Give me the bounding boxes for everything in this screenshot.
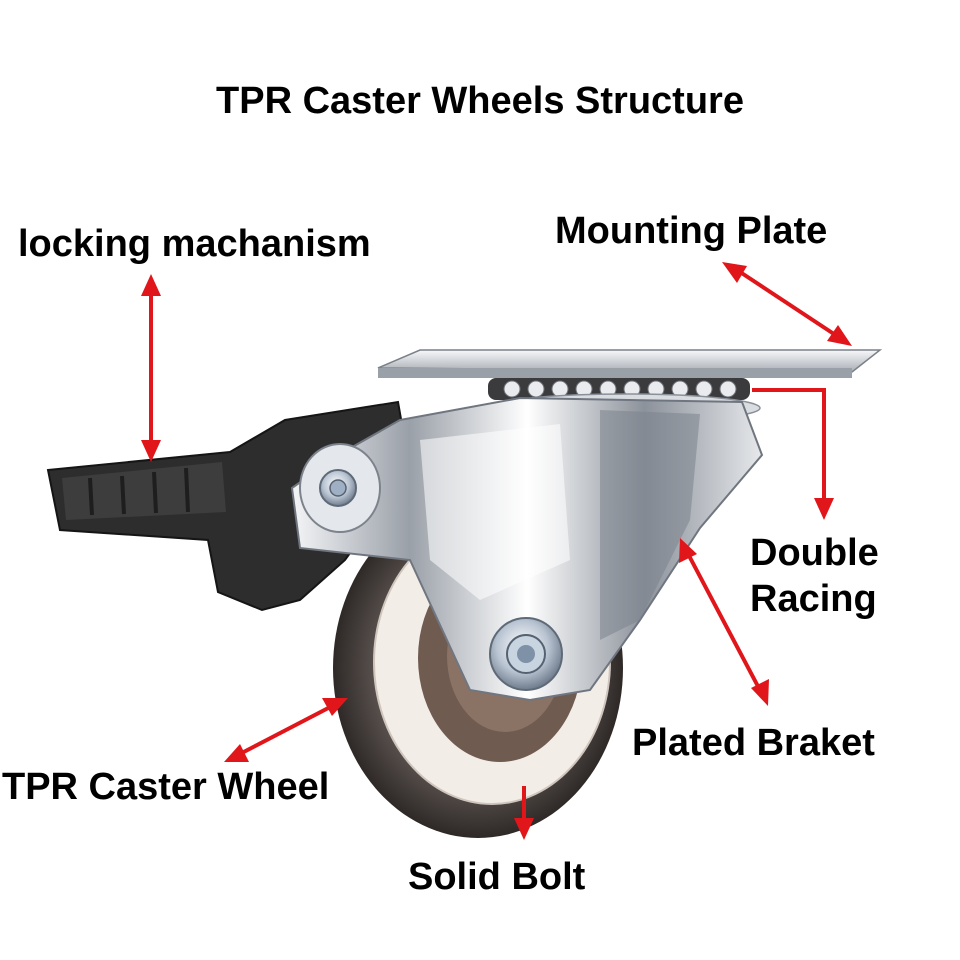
label-mounting-plate: Mounting Plate (555, 210, 828, 252)
arrow-tpr-wheel (224, 698, 348, 762)
label-plated-bracket: Plated Braket (632, 722, 875, 764)
arrow-mounting-plate (722, 262, 852, 346)
pivot-bolt (319, 469, 357, 507)
label-tpr-caster-wheel: TPR Caster Wheel (2, 766, 330, 808)
arrow-locking-mechanism (141, 274, 161, 462)
callout-arrows (141, 262, 852, 840)
diagram-title: TPR Caster Wheels Structure (216, 80, 744, 122)
label-double-racing-line2: Racing (750, 578, 877, 620)
plated-bracket (290, 396, 764, 702)
label-double-racing: Double Racing (750, 530, 879, 622)
arrow-double-racing (752, 388, 834, 520)
label-solid-bolt: Solid Bolt (408, 856, 586, 898)
label-locking-mechanism: locking machanism (18, 223, 371, 265)
label-double-racing-line1: Double (750, 532, 879, 574)
arrow-solid-bolt (514, 786, 534, 840)
arrow-plated-bracket (679, 538, 769, 706)
mounting-plate (377, 349, 883, 378)
axle-bolt (489, 617, 563, 691)
